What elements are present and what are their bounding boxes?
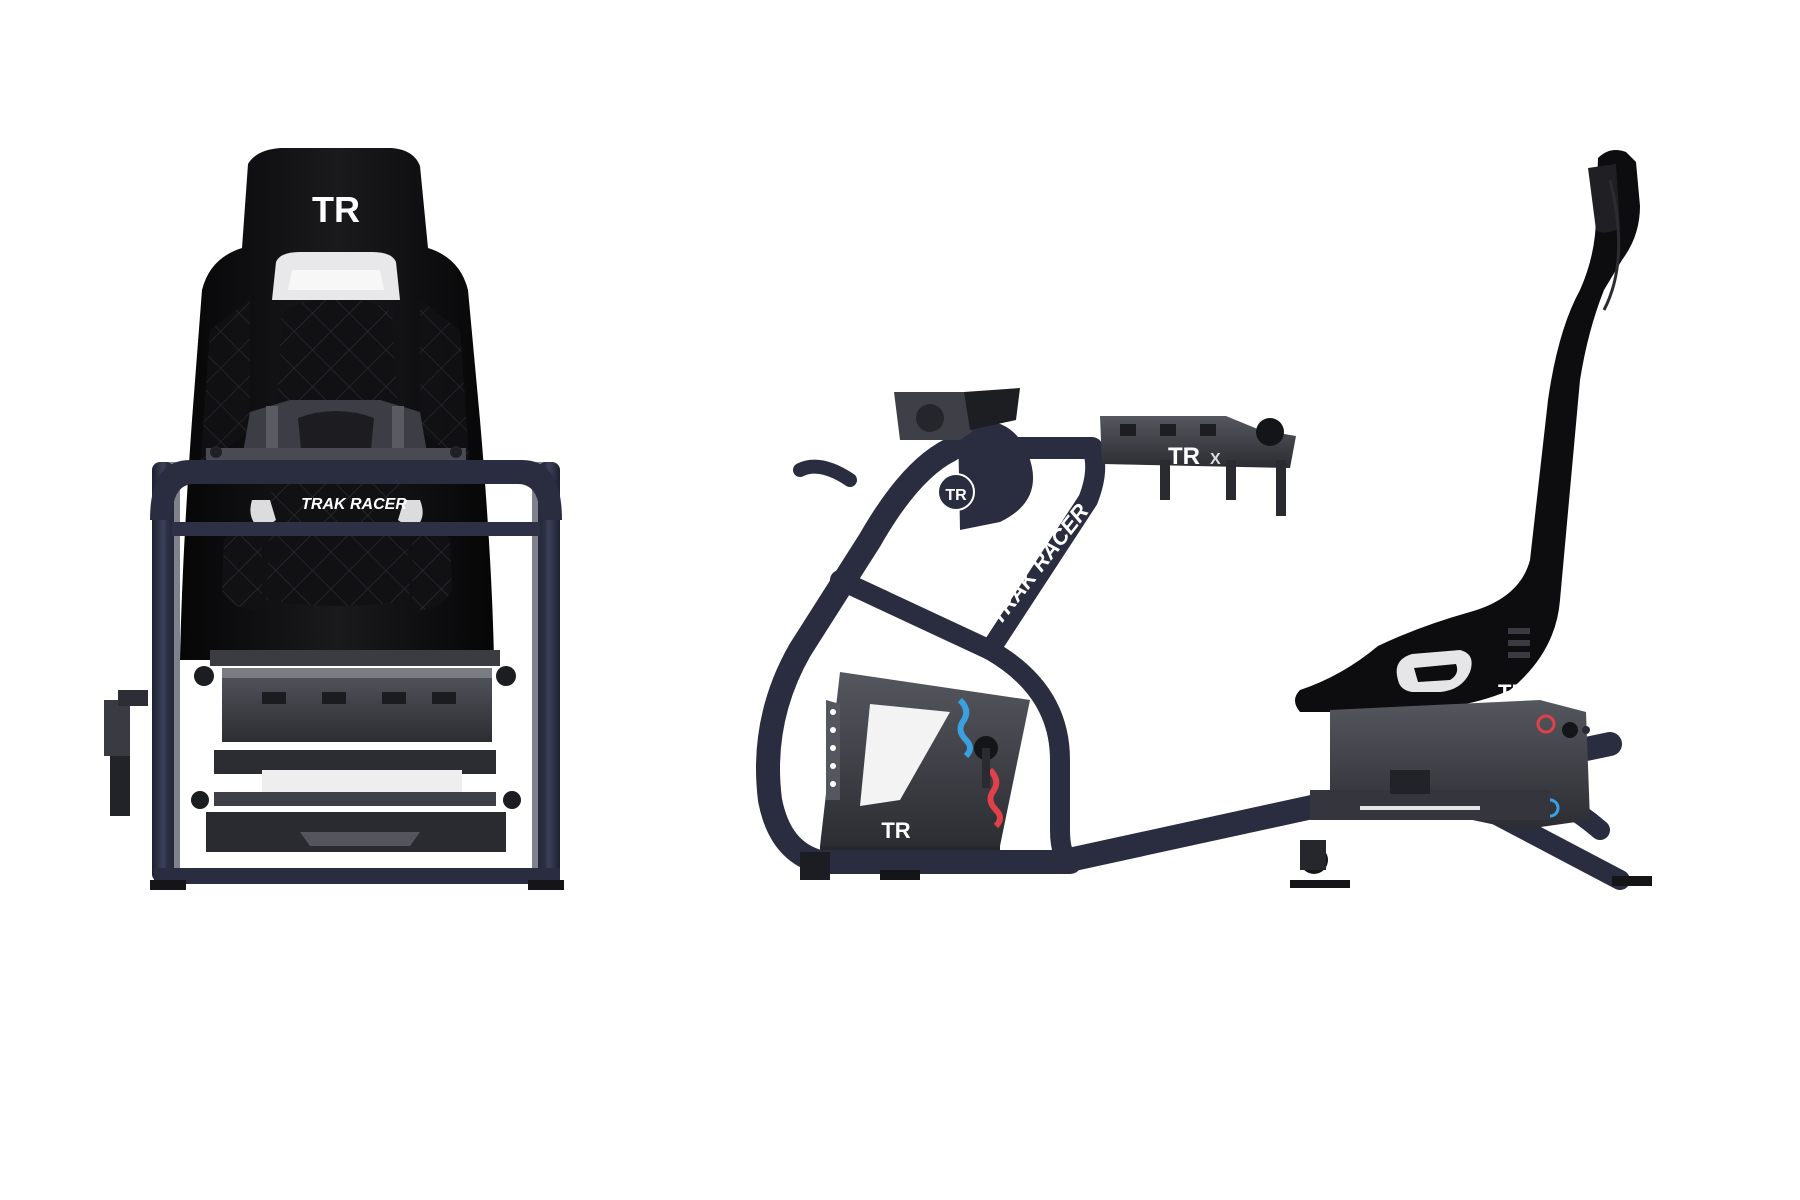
side-seat xyxy=(1295,150,1640,712)
side-tower-plate xyxy=(937,420,1034,530)
side-front-bracket xyxy=(800,852,830,880)
front-frame xyxy=(150,460,562,884)
front-side-bracket xyxy=(104,690,148,816)
side-wheel-deck-text: TR xyxy=(1168,443,1200,470)
side-foot-rear xyxy=(1612,876,1652,886)
front-seat-slider xyxy=(191,650,521,852)
side-base-plate-logo: TR xyxy=(881,818,910,843)
front-foot-left xyxy=(150,880,186,890)
side-red-adjust-ring xyxy=(1536,714,1556,734)
side-view: TR TR TRAK RACER xyxy=(756,150,1652,890)
side-foot-front xyxy=(880,870,920,880)
side-wheel-deck xyxy=(1100,416,1296,516)
front-headrest-logo: TR xyxy=(312,189,360,230)
front-foot-right xyxy=(528,880,564,890)
side-shifter-mount xyxy=(894,388,1020,440)
side-wheel-deck-suffix: X xyxy=(1210,451,1221,468)
side-tower-logo: TR xyxy=(945,487,967,504)
side-seat-bracket xyxy=(1290,700,1590,888)
front-crossbar-text: TRAK RACER xyxy=(301,496,407,513)
side-shifter-plate xyxy=(820,672,1030,860)
front-view: TR TRAK RACER xyxy=(104,148,564,890)
front-wheel-deck xyxy=(206,400,466,470)
